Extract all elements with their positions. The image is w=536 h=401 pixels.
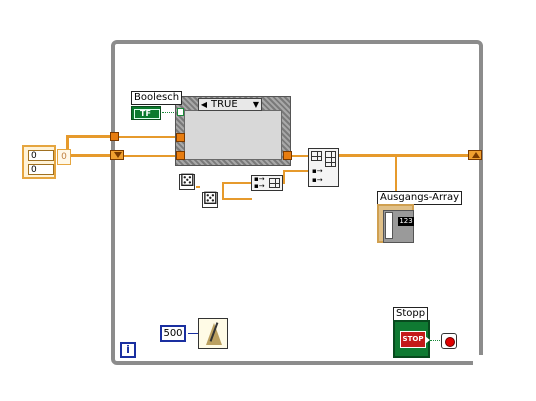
wire-shift-to-case xyxy=(123,155,179,157)
array-element-icon-2: ▪→ xyxy=(312,176,323,184)
array-index[interactable]: 0 xyxy=(57,149,71,165)
output-array-indicator[interactable]: 123 xyxy=(377,204,414,243)
array-element-icon-3: ▪→▪→ xyxy=(254,175,265,190)
case-tunnel-out[interactable] xyxy=(283,151,292,160)
boolean-glyph: TF xyxy=(140,109,151,118)
case-selector[interactable]: ◀ TRUE ▼ xyxy=(198,98,262,111)
array-grid-icon-2 xyxy=(325,151,336,167)
index-display-icon xyxy=(385,212,393,239)
wire-dice-top xyxy=(196,186,200,188)
array-grid-icon-3 xyxy=(269,178,280,188)
wire-stop xyxy=(430,340,442,341)
dice-icon[interactable] xyxy=(179,171,195,191)
wait-metronome-icon[interactable] xyxy=(198,318,228,349)
output-array-label: Ausgangs-Array xyxy=(377,191,463,205)
case-selector-terminal[interactable] xyxy=(177,108,184,116)
array-element-0[interactable]: 0 xyxy=(28,150,54,161)
numeric-glyph: 123 xyxy=(398,217,414,226)
wire-wait xyxy=(188,333,198,334)
wire-array-const-out xyxy=(66,135,69,157)
dice-icon-2[interactable] xyxy=(202,189,218,209)
loop-input-tunnel[interactable] xyxy=(110,132,119,141)
wire-array-in-top xyxy=(67,135,115,138)
wire-branch-down xyxy=(395,154,397,194)
shift-register-right[interactable] xyxy=(468,150,482,160)
loop-condition-terminal[interactable] xyxy=(441,333,457,349)
case-structure-frame xyxy=(184,110,282,160)
wire-build-array-lower-v xyxy=(222,182,224,199)
stop-label: Stopp xyxy=(393,307,429,321)
boolean-label: Boolesch xyxy=(131,91,183,105)
wait-ms-constant[interactable]: 500 xyxy=(160,325,186,342)
wire-case-to-build xyxy=(291,155,309,157)
stop-control-terminal[interactable]: STOP xyxy=(393,320,430,358)
case-selector-value: TRUE xyxy=(211,99,238,110)
wire-array-in-bottom xyxy=(67,154,115,157)
iteration-terminal[interactable]: i xyxy=(120,342,136,358)
stop-button-glyph: STOP xyxy=(400,331,426,348)
wire-lower-up xyxy=(283,170,285,184)
wire-boolean xyxy=(162,112,178,113)
wire-build-to-shift xyxy=(338,154,469,157)
array-grid-icon xyxy=(311,151,322,161)
case-tunnel-in-bottom[interactable] xyxy=(176,151,185,160)
wire-build-array-lower-h2 xyxy=(222,182,252,184)
case-prev-icon[interactable]: ◀ xyxy=(200,100,208,109)
wire-build-array-lower xyxy=(222,198,252,200)
while-loop-frame[interactable] xyxy=(111,40,483,365)
wire-top-to-case xyxy=(119,136,179,138)
wire-lower-up-h xyxy=(283,170,309,172)
array-element-1[interactable]: 0 xyxy=(28,164,54,175)
array-element-icon: ▪→ xyxy=(312,167,323,175)
shift-register-left[interactable] xyxy=(110,150,124,160)
array-constant[interactable]: 0 0 xyxy=(22,145,56,179)
build-array-node[interactable]: ▪→ ▪→ xyxy=(308,148,339,187)
build-array-node-small[interactable]: ▪→▪→ xyxy=(251,175,283,191)
case-menu-icon[interactable]: ▼ xyxy=(252,100,260,109)
boolean-control-terminal[interactable]: TF xyxy=(131,106,161,120)
case-tunnel-in-top[interactable] xyxy=(176,133,185,142)
